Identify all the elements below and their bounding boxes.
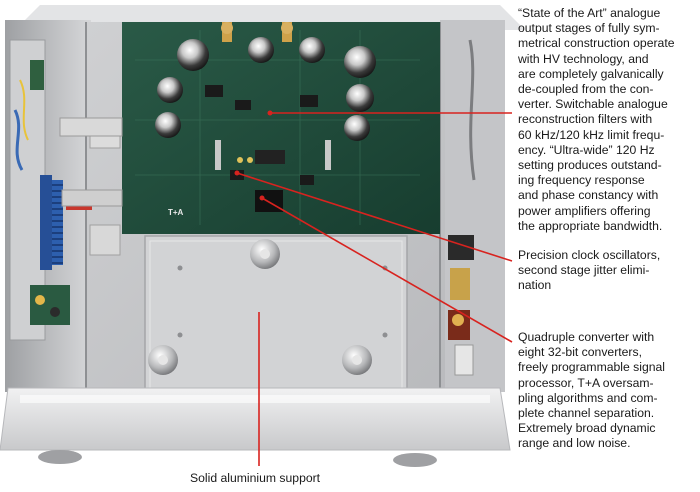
- callout-line: power amplifiers offering: [518, 203, 651, 218]
- callout-line: Extremely broad dynamic: [518, 421, 656, 436]
- callout-line: freely programmable signal: [518, 360, 665, 375]
- callout-line: Quadruple converter with: [518, 330, 655, 344]
- callout-line: reconstruction filters with: [518, 112, 653, 127]
- callout-line: with HV technology, and: [518, 51, 649, 66]
- callout-line: ing frequency response: [518, 173, 645, 188]
- callout-line: 60 kHz/120 kHz limit frequ-: [518, 127, 665, 142]
- callout-line: output stages of fully sym-: [518, 21, 660, 36]
- callout-line: de-coupled from the con-: [518, 82, 654, 97]
- front-foot-left: [38, 450, 82, 464]
- leader-line-converter: [261, 197, 513, 343]
- callout-converter: Quadruple converter with eight 32-bit co…: [518, 330, 698, 452]
- callout-line: eight 32-bit converters,: [518, 345, 642, 360]
- callout-line: are completely galvanically: [518, 66, 664, 81]
- callout-line: verter. Switchable analogue: [518, 97, 668, 112]
- callout-line: ency. “Ultra-wide” 120 Hz: [518, 142, 655, 157]
- board-logo: T+A: [168, 208, 184, 217]
- callout-line: the appropriate bandwidth.: [518, 218, 663, 233]
- leader-lines: [236, 112, 513, 466]
- main-pcb: T+A: [122, 22, 440, 234]
- callout-line: metrical construction operate: [518, 36, 675, 51]
- callout-clock: Precision clock oscillators, second stag…: [518, 248, 698, 294]
- callout-line: pling algorithms and com-: [518, 390, 658, 405]
- callout-line: range and low noise.: [518, 436, 631, 451]
- callout-support: Solid aluminium support: [190, 471, 321, 485]
- callout-line: processor, T+A oversam-: [518, 375, 654, 390]
- callout-line: “State of the Art” analogue: [518, 6, 661, 20]
- front-foot-right: [393, 453, 437, 467]
- callout-output-stages: “State of the Art” analogue output stage…: [518, 6, 698, 234]
- left-side-electronics: [9, 39, 121, 341]
- callout-line: nation: [518, 278, 552, 293]
- aluminium-support-plate: [144, 235, 408, 395]
- callout-line: plete channel separation.: [518, 406, 655, 421]
- callout-line: and phase constancy with: [518, 188, 659, 203]
- callout-line: setting produces outstand-: [518, 158, 662, 173]
- leader-line-clock: [236, 172, 513, 262]
- ribbon-cable: [59, 117, 123, 207]
- callout-line: second stage jitter elimi-: [518, 263, 650, 278]
- right-side-electronics: [448, 39, 476, 376]
- front-panel: [0, 387, 511, 467]
- callout-line: Precision clock oscillators,: [518, 248, 661, 262]
